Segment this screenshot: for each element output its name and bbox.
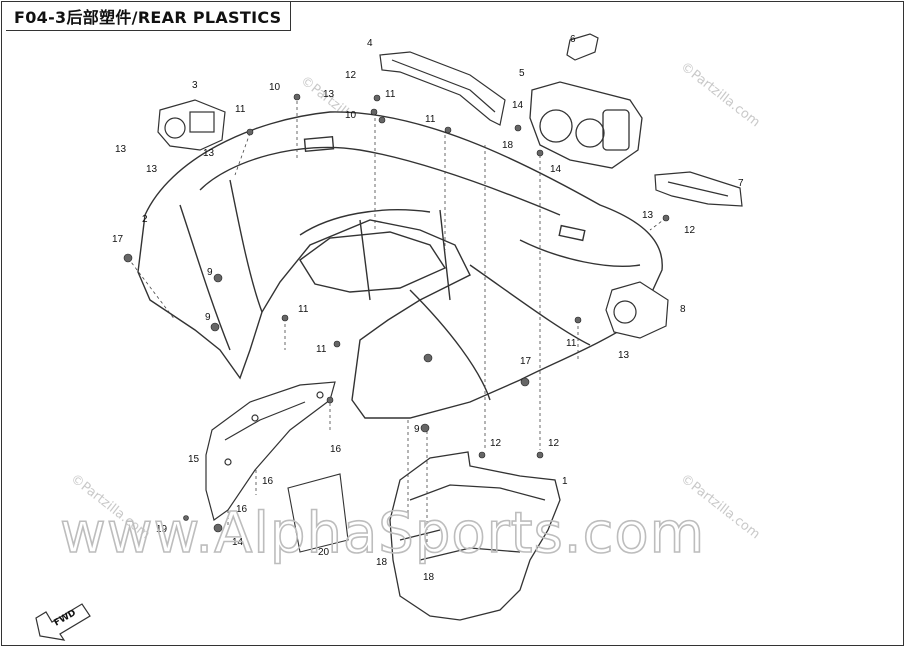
fasteners bbox=[123, 93, 670, 533]
partzilla-watermark: ©Partzilla.com bbox=[678, 59, 763, 130]
callout-16: 16 bbox=[236, 504, 248, 515]
callout-13: 13 bbox=[642, 210, 654, 221]
lamp-part-3 bbox=[157, 99, 226, 151]
callout-11: 11 bbox=[316, 344, 327, 355]
callout-16: 16 bbox=[262, 476, 274, 487]
callout-8: 8 bbox=[680, 304, 686, 315]
callout-11: 11 bbox=[425, 114, 436, 125]
callout-16: 16 bbox=[330, 444, 342, 455]
callout-10: 10 bbox=[345, 110, 357, 121]
callout-9: 9 bbox=[414, 424, 420, 435]
callout-9: 9 bbox=[205, 312, 211, 323]
under-tray-part-1 bbox=[389, 451, 561, 621]
callout-3: 3 bbox=[192, 80, 198, 91]
callout-20: 20 bbox=[318, 547, 330, 558]
callout-13: 13 bbox=[146, 164, 158, 175]
tail-lamp-part-5 bbox=[529, 81, 643, 169]
callout-13: 13 bbox=[203, 148, 215, 159]
callout-9: 9 bbox=[207, 267, 213, 278]
callout-12: 12 bbox=[548, 438, 560, 449]
callout-11: 11 bbox=[298, 304, 309, 315]
callout-19: 19 bbox=[156, 524, 168, 535]
callout-17: 17 bbox=[112, 234, 124, 245]
callout-4: 4 bbox=[367, 38, 373, 49]
alphasports-watermark: www.AlphaSports.com bbox=[60, 501, 705, 566]
reflector-part-4 bbox=[379, 51, 506, 126]
callout-2: 2 bbox=[142, 214, 148, 225]
callout-13: 13 bbox=[323, 89, 335, 100]
callout-5: 5 bbox=[519, 68, 525, 79]
side-panel-part-15 bbox=[205, 381, 336, 521]
callout-18: 18 bbox=[376, 557, 388, 568]
callout-12: 12 bbox=[345, 70, 357, 81]
decal-part-20 bbox=[287, 473, 349, 553]
bracket-part-6 bbox=[566, 33, 599, 61]
reflector-part-7 bbox=[654, 171, 743, 207]
rear-fender-part-2 bbox=[137, 111, 663, 419]
callout-7: 7 bbox=[738, 178, 744, 189]
lamp-part-8 bbox=[605, 281, 669, 339]
page-title: F04-3后部塑件/REAR PLASTICS bbox=[6, 2, 291, 31]
forward-arrow-icon: FWD bbox=[35, 603, 91, 641]
callout-10: 10 bbox=[269, 82, 281, 93]
callout-14: 14 bbox=[232, 537, 244, 548]
callout-12: 12 bbox=[490, 438, 502, 449]
callout-14: 14 bbox=[550, 164, 562, 175]
callout-11: 11 bbox=[566, 338, 577, 349]
callout-13: 13 bbox=[618, 350, 630, 361]
leader-lines bbox=[127, 95, 667, 545]
callout-6: 6 bbox=[570, 34, 576, 45]
callout-18: 18 bbox=[502, 140, 514, 151]
callout-15: 15 bbox=[188, 454, 200, 465]
callout-17: 17 bbox=[520, 356, 532, 367]
callout-11: 11 bbox=[235, 104, 246, 115]
callout-13: 13 bbox=[115, 144, 127, 155]
callout-11: 11 bbox=[385, 89, 396, 100]
callout-1: 1 bbox=[562, 476, 568, 487]
callout-18: 18 bbox=[423, 572, 435, 583]
callout-14: 14 bbox=[512, 100, 524, 111]
callout-12: 12 bbox=[684, 225, 696, 236]
